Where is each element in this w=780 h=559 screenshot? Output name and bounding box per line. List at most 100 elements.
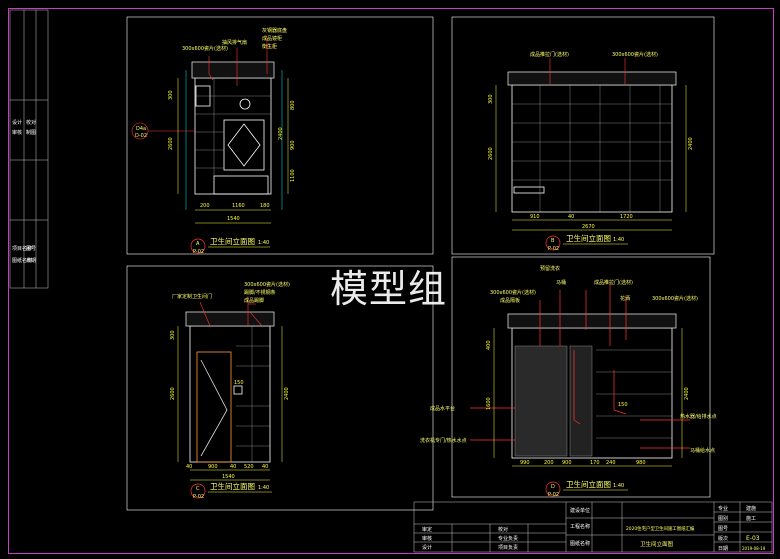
d-note-10: 马桶给水点 xyxy=(690,447,715,454)
tb-r-value-1: 施工 xyxy=(746,515,756,522)
d-ref: P-02 xyxy=(548,492,559,498)
a-dim-v3: 900 xyxy=(290,140,296,150)
strip-bottom-1: 图纸名称 xyxy=(12,257,32,264)
b-dim-h3: 2670 xyxy=(582,224,595,230)
d-note-8: 洗衣机专门/热水水点 xyxy=(420,437,467,444)
d-title: 卫生间立面图 xyxy=(566,479,611,489)
title-block-text: 审定 审核 设计 校对 专业负责 项目负责 建设单位 工程名称 图纸名称 202… xyxy=(422,505,766,552)
left-info-strip xyxy=(9,9,49,289)
tb-r-label-4: 日期 xyxy=(718,546,728,552)
b-letter: B xyxy=(551,238,555,244)
tb-left-0: 审定 xyxy=(422,526,432,533)
c-ref: P-02 xyxy=(193,494,204,500)
b-dim-h1: 40 xyxy=(568,214,574,220)
d-note-7: 成品水平台 xyxy=(430,405,455,412)
a-title: 卫生间立面图 xyxy=(210,236,255,246)
strip-top-2: 校对 xyxy=(26,119,36,126)
b-dim-v0: 300 xyxy=(488,94,494,104)
c-dim-h3: 520 xyxy=(244,464,254,470)
tb-left-4: 专业负责 xyxy=(498,535,518,542)
d-note-9: 热水器/给排水点 xyxy=(680,413,717,420)
tb-left-1: 审核 xyxy=(422,535,432,542)
a-letter: A xyxy=(196,241,200,247)
c-note-3: 成品踢脚 xyxy=(244,297,264,304)
strip-top-3: 制图 xyxy=(26,129,36,136)
a-ref: P-02 xyxy=(193,249,204,255)
d-dim-v2: 2400 xyxy=(684,387,690,400)
tb-r-value-0: 建施 xyxy=(746,505,756,512)
c-note-0: 厂家定制卫生间门 xyxy=(172,293,212,300)
tb-r-label-2: 图号 xyxy=(718,526,728,532)
c-note-1: 300x600瓷片(选材) xyxy=(244,281,290,288)
tb-left-5: 项目负责 xyxy=(498,544,518,551)
c-dim-h0: 40 xyxy=(186,464,192,470)
tb-project: 2020住宅户型卫生间施工图纸汇编 xyxy=(626,525,695,532)
strip-top-1: 审核 xyxy=(12,129,22,136)
d-dim-h5: 980 xyxy=(636,460,646,466)
c-dim-v1: 2600 xyxy=(170,387,176,400)
a-dim-v1: 2600 xyxy=(168,137,174,150)
a-dim-h3: 1540 xyxy=(227,216,240,222)
tb-r-label-3: 版次 xyxy=(718,535,728,542)
d-dim-h0: 990 xyxy=(520,460,530,466)
c-dim-v2: 2400 xyxy=(284,387,290,400)
tb-left-3: 校对 xyxy=(498,526,508,533)
drawing-frame xyxy=(8,8,774,554)
a-side-tag: D4a xyxy=(136,126,146,132)
c-note-2: 踢脚/不锈钢条 xyxy=(244,289,276,296)
viewport-borders xyxy=(126,16,715,511)
b-note-1: 300x600瓷片(选材) xyxy=(612,51,658,58)
a-dim-h0: 200 xyxy=(200,203,210,209)
a-scale: 1:40 xyxy=(258,240,269,246)
d-scale: 1:40 xyxy=(613,483,624,489)
c-title: 卫生间立面图 xyxy=(210,481,255,491)
c-scale: 1:40 xyxy=(258,485,269,491)
a-note-4: 衡生柜 xyxy=(262,43,277,50)
c-dim-h4: 40 xyxy=(262,464,268,470)
d-note-3: 马桶 xyxy=(556,279,566,286)
d-dim-h1: 200 xyxy=(544,460,554,466)
elevation-a: 300x600瓷片(选材) 抽风排气扇 灰钢器底盘 成品镜柜 衡生柜 D4a D… xyxy=(131,27,296,255)
strip-bottom-0: 项目名称 xyxy=(12,245,32,252)
tb-left-2: 设计 xyxy=(422,544,432,551)
b-title: 卫生间立面图 xyxy=(566,233,611,243)
d-note-6: 300x600瓷片(选材) xyxy=(652,295,698,302)
b-ref: P-02 xyxy=(548,246,559,252)
a-dim-h1: 1160 xyxy=(232,203,245,209)
elevation-b: 成品推拉门(选材) 300x600瓷片(选材) 910 40 1720 2670… xyxy=(488,51,694,252)
d-dim-h4: 240 xyxy=(606,460,616,466)
c-dim-h5: 1540 xyxy=(222,474,235,480)
a-note-1: 抽风排气扇 xyxy=(222,39,247,46)
d-dim-v3: 150 xyxy=(618,402,628,408)
tb-mid-1: 工程名称 xyxy=(570,523,590,530)
d-note-5: 花洒 xyxy=(620,295,630,302)
c-dim-v0: 300 xyxy=(170,330,176,340)
a-dim-v2: 800 xyxy=(290,100,296,110)
b-dim-v2: 2400 xyxy=(688,137,694,150)
tb-number: E-03 xyxy=(746,535,760,542)
d-dim-v1: 1600 xyxy=(486,397,492,410)
tb-mid-2: 图纸名称 xyxy=(570,540,590,547)
elevation-d: 300x600瓷片(选材) 成品隔板 预留洗衣 马桶 成品推拉门(选材) 花洒 … xyxy=(420,265,717,498)
left-strip-text: 设计 审核 校对 制图 项目名称 图纸名称 图号 日期 xyxy=(12,119,36,264)
b-dim-h2: 1720 xyxy=(620,214,633,220)
c-letter: C xyxy=(196,486,200,492)
b-dim-h0: 910 xyxy=(530,214,540,220)
d-glass-panel xyxy=(514,345,568,457)
d-letter: D xyxy=(551,484,555,490)
tb-mid-0: 建设单位 xyxy=(570,507,590,514)
a-dim-v0: 300 xyxy=(168,90,174,100)
a-dim-h2: 180 xyxy=(260,203,270,209)
d-dim-v0: 400 xyxy=(486,340,492,350)
c-dim-h2: 40 xyxy=(230,464,236,470)
d-dim-h3: 170 xyxy=(590,460,600,466)
d-note-1: 成品隔板 xyxy=(500,297,520,304)
watermark-text: 模型组 xyxy=(330,267,448,311)
b-dim-v1: 2600 xyxy=(488,147,494,160)
strip-top-0: 设计 xyxy=(12,119,22,126)
b-note-0: 成品推拉门(选材) xyxy=(530,51,569,58)
d-note-0: 300x600瓷片(选材) xyxy=(490,289,536,296)
d-note-4: 成品推拉门(选材) xyxy=(594,279,633,286)
a-note-2: 灰钢器底盘 xyxy=(262,27,287,34)
